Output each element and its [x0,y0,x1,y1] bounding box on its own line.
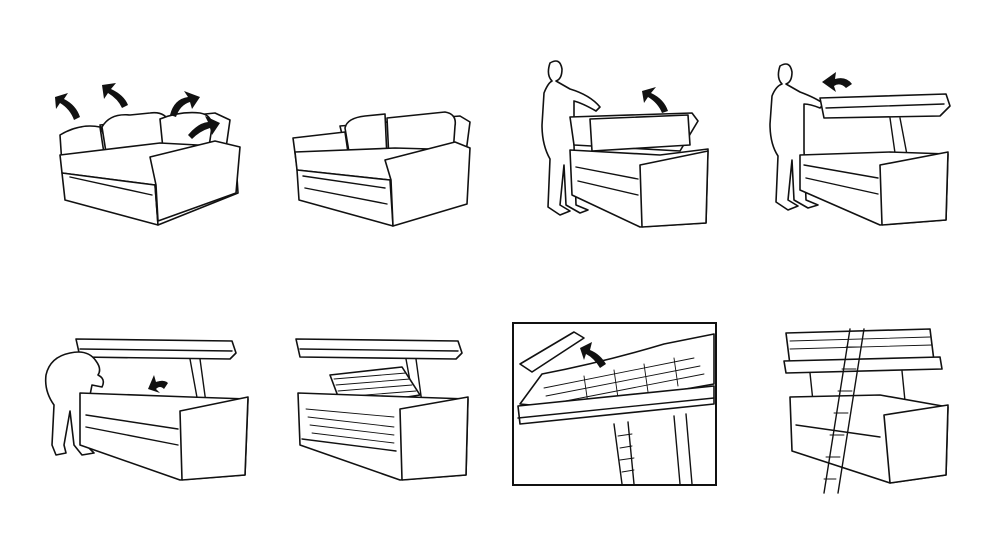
raised-bed-frame-icon [295,338,469,481]
step-3-lift-backrest [530,55,715,230]
step-8-assembled-bunk [780,325,955,495]
person-pulling-top-bunk-icon [769,63,951,226]
sofa-cleared-icon [292,111,471,227]
step-5-lift-seat [40,335,255,485]
step-7-closeup-frame [512,322,717,486]
sofa-remove-cushions-icon [55,83,241,226]
step-1-remove-cushions [40,75,250,230]
step-2-sofa-cleared [285,108,475,233]
assembled-bunk-bed-ladder-icon [783,328,949,494]
mattress-flip-closeup-icon [517,331,715,485]
person-lifting-backrest-icon [541,60,709,228]
step-6-raised-frame [290,335,475,485]
step-4-pull-top-bunk [760,60,955,230]
person-lifting-seat-icon [44,338,249,481]
